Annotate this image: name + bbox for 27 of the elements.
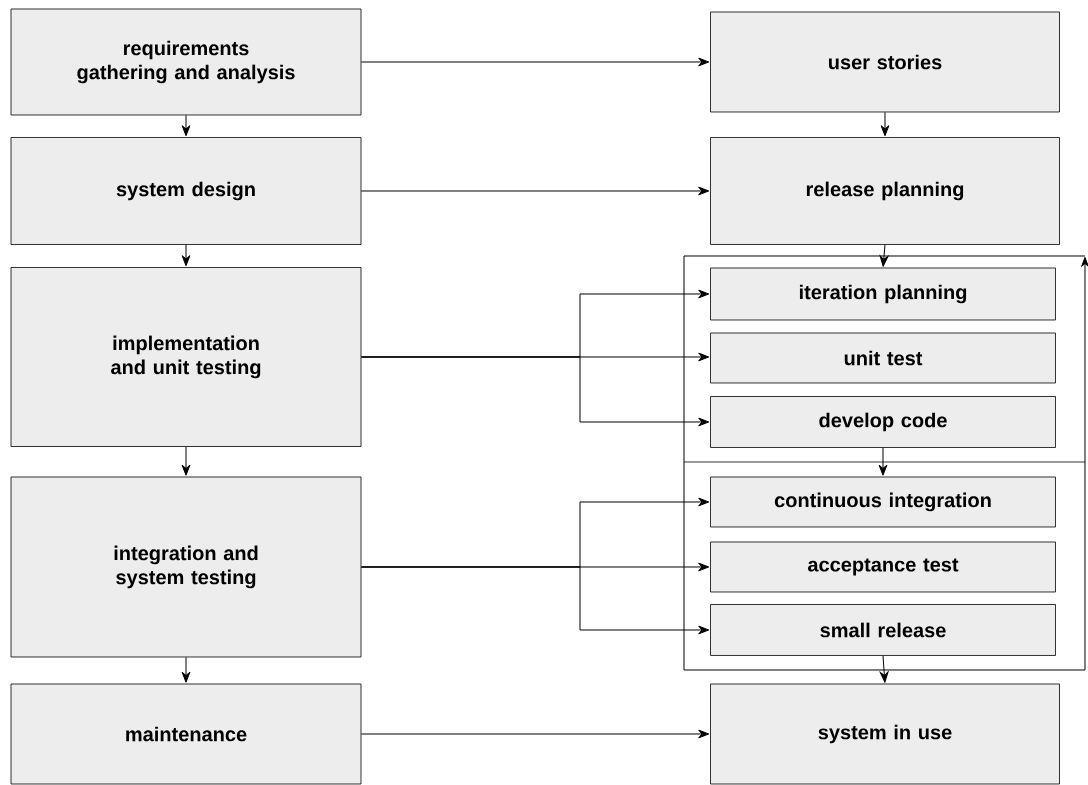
arrow	[181, 446, 191, 476]
arrow	[360, 729, 710, 739]
arrow	[360, 186, 710, 196]
arrow	[181, 244, 191, 267]
arrow	[879, 655, 889, 683]
arrow	[181, 114, 191, 137]
process-box: small release	[710, 604, 1056, 656]
process-box: implementation and unit testing	[10, 267, 362, 447]
process-box: release planning	[710, 137, 1060, 245]
process-box: system design	[10, 137, 362, 245]
process-box: requirements gathering and analysis	[10, 8, 362, 116]
process-box: unit test	[710, 332, 1056, 384]
process-box: integration and system testing	[10, 476, 362, 658]
process-box: continuous integration	[710, 476, 1056, 528]
arrow	[360, 356, 710, 427]
arrow	[879, 244, 889, 267]
arrow	[360, 566, 710, 635]
process-box: develop code	[710, 396, 1056, 448]
process-box: maintenance	[10, 683, 362, 785]
arrow	[360, 57, 710, 67]
arrow	[878, 447, 888, 476]
process-box: system in use	[710, 683, 1060, 785]
process-box: iteration planning	[710, 267, 1056, 321]
process-box: user stories	[710, 11, 1060, 113]
arrow	[181, 656, 191, 683]
process-box: acceptance test	[710, 541, 1056, 593]
arrow	[880, 111, 890, 137]
